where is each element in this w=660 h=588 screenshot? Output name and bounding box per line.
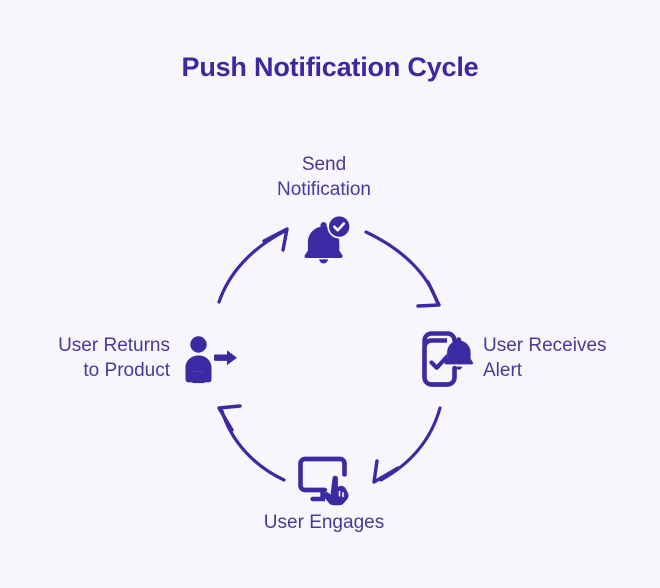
cycle-arrows-layer (217, 227, 442, 484)
arrow-return-to-send (217, 227, 289, 304)
arrow-send-to-receive (364, 230, 441, 308)
phone-alert-icon (412, 327, 478, 393)
monitor-click-icon (291, 448, 357, 514)
arrow-engage-to-return (217, 404, 286, 482)
bell-check-icon (291, 208, 357, 274)
page-title: Push Notification Cycle (181, 52, 479, 82)
cycle-node-receive-label: User Receives Alert (483, 335, 607, 381)
cycle-node-send-label: Send Notification (277, 154, 371, 200)
person-arrow-icon (178, 327, 244, 393)
cycle-node-return-label: User Returns to Product (58, 335, 170, 381)
cycle-node-engage-label: User Engages (263, 512, 385, 533)
cycle-diagram: Send Notification (0, 130, 660, 560)
arrow-receive-to-engage (372, 406, 442, 484)
